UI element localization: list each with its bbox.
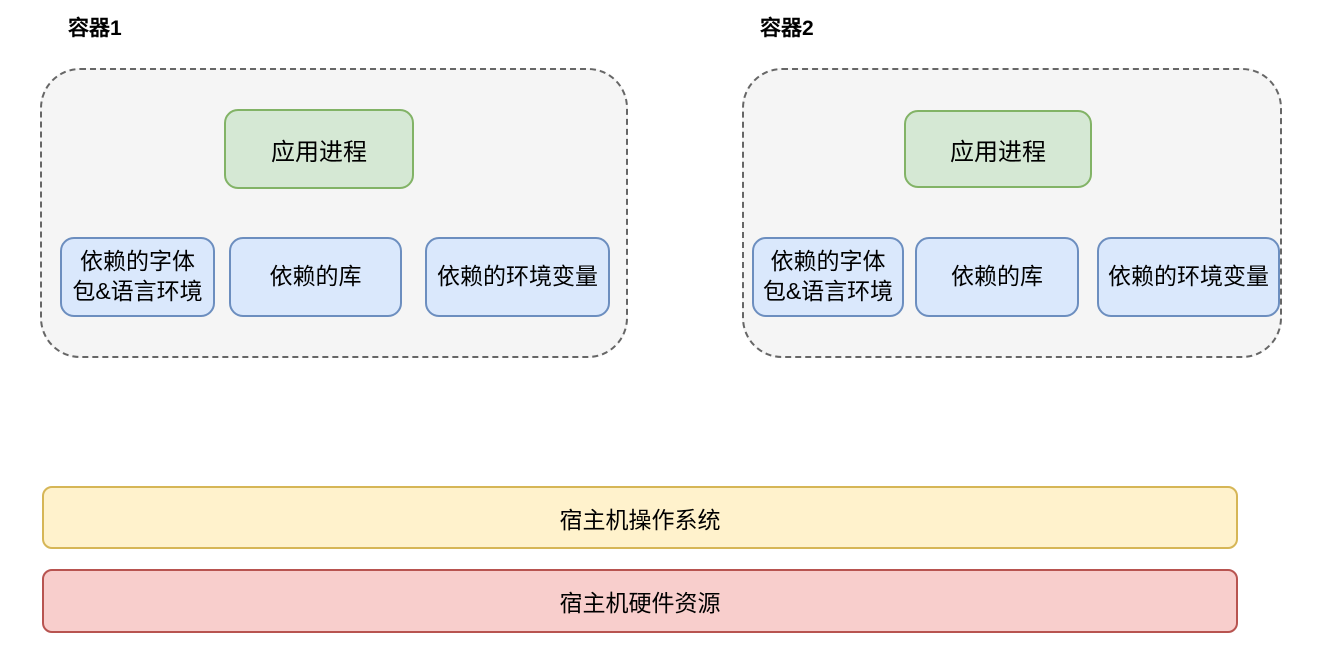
container-2-dep-fonts-box: 依赖的字体 包&语言环境	[752, 237, 904, 317]
container-1-dep-libs-box: 依赖的库	[229, 237, 402, 317]
container-2-app-process-box: 应用进程	[904, 110, 1092, 188]
container-2-dep-env-box: 依赖的环境变量	[1097, 237, 1280, 317]
container-2-group: 应用进程 依赖的字体 包&语言环境 依赖的库 依赖的环境变量	[742, 68, 1282, 358]
container-1-title: 容器1	[68, 17, 122, 40]
container-1-group: 应用进程 依赖的字体 包&语言环境 依赖的库 依赖的环境变量	[40, 68, 628, 358]
container-1-dep-env-box: 依赖的环境变量	[425, 237, 610, 317]
container-1-app-process-box: 应用进程	[224, 109, 414, 189]
host-hardware-bar: 宿主机硬件资源	[42, 569, 1238, 633]
container-1-dep-fonts-box: 依赖的字体 包&语言环境	[60, 237, 215, 317]
container-2-title: 容器2	[760, 17, 814, 40]
host-os-bar: 宿主机操作系统	[42, 486, 1238, 549]
container-2-dep-libs-box: 依赖的库	[915, 237, 1079, 317]
